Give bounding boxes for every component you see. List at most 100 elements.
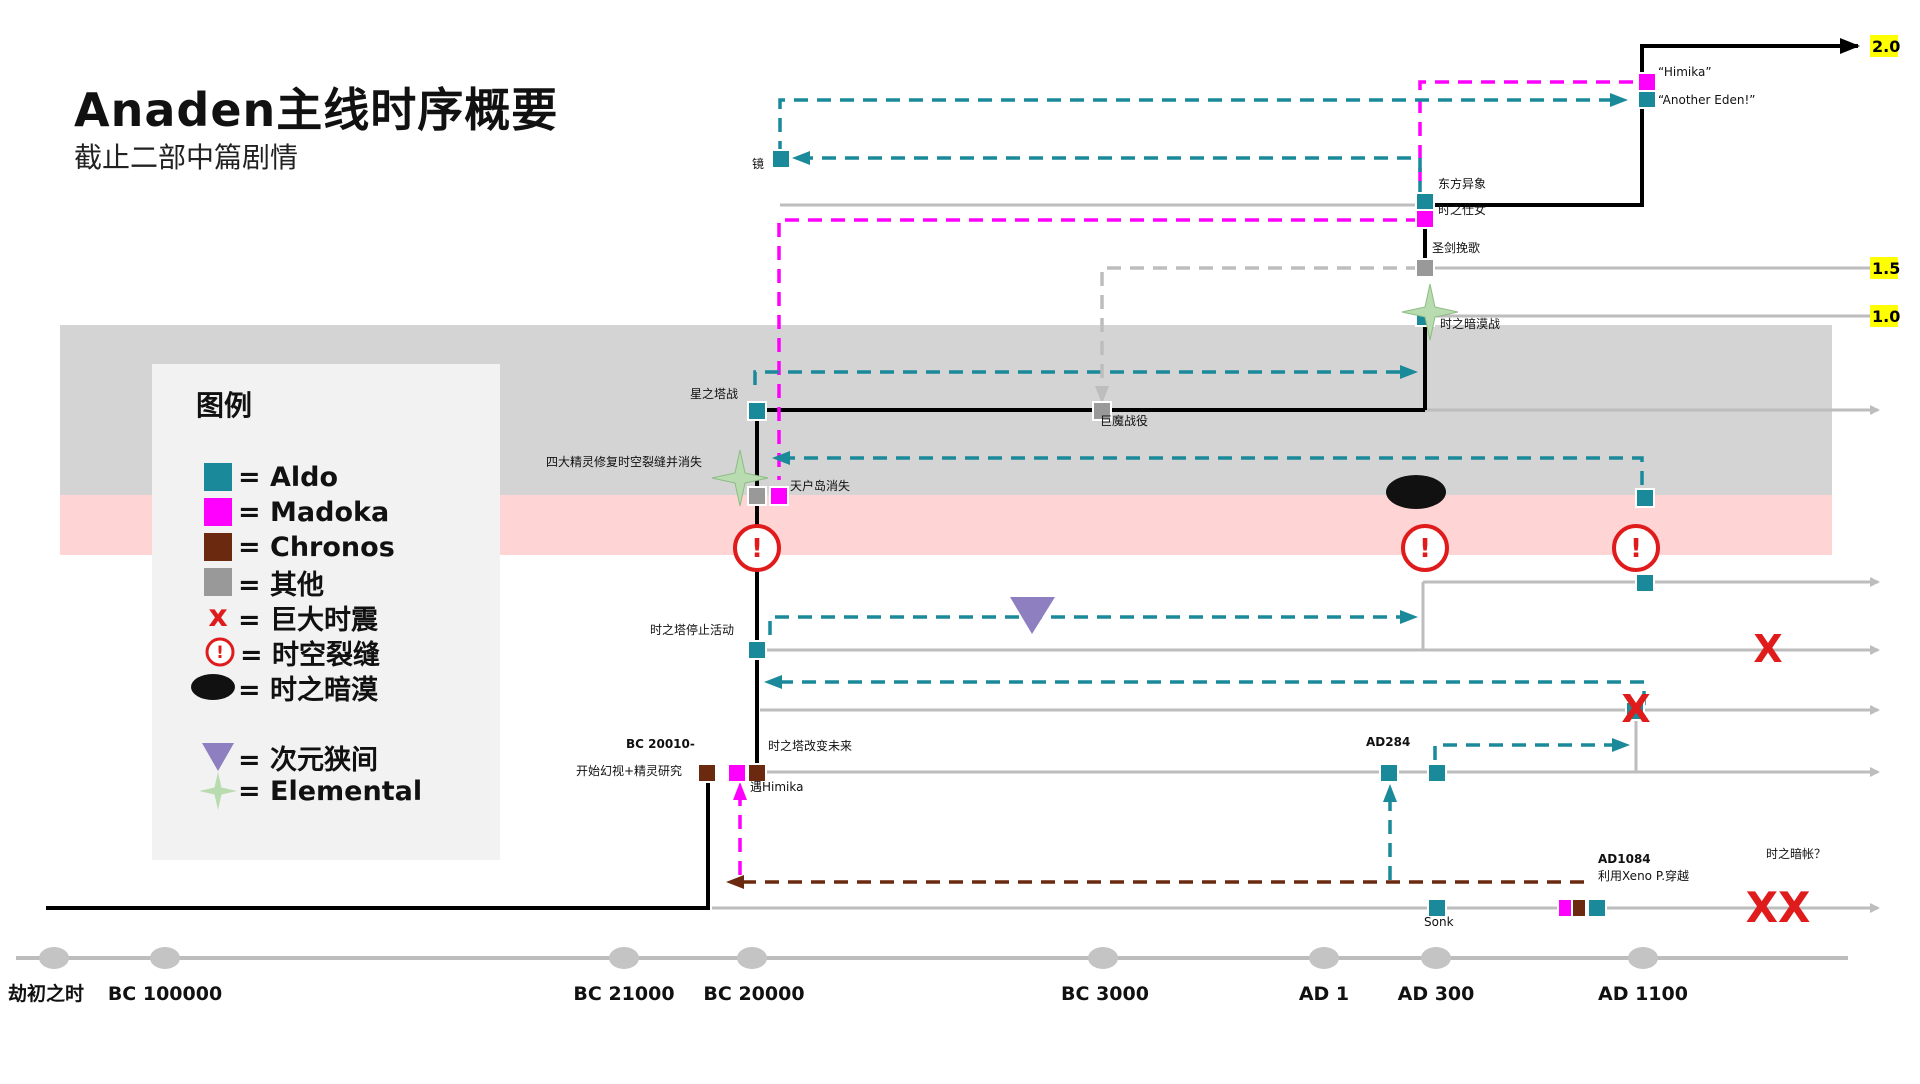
triangle-icon	[202, 743, 234, 771]
madoka-marker	[1415, 209, 1435, 229]
dark-ellipse-icon	[191, 674, 235, 700]
legend-item-madoka: = Madoka	[204, 495, 389, 529]
other-marker	[747, 486, 767, 506]
chronos-marker	[747, 763, 767, 783]
madoka-marker	[769, 486, 789, 506]
axis-label-ad300: AD 300	[1398, 983, 1475, 1005]
event-labels: “Himika” “Another Eden!” 镜 东方异象 时之仕女 圣剑挽…	[546, 65, 1826, 929]
legend-label: = Elemental	[238, 775, 423, 807]
legend-item-aldo: = Aldo	[204, 460, 338, 494]
label-mirror: 镜	[752, 156, 764, 171]
legend-label: = Aldo	[238, 461, 339, 493]
label-ad1084: AD1084	[1598, 852, 1651, 866]
label-four-spirits: 四大精灵修复时空裂缝并消失	[546, 454, 702, 469]
version-labels: 2.0 1.5 1.0	[1870, 35, 1900, 327]
version-label-2-0: 2.0	[1872, 37, 1900, 56]
rift-marker	[1612, 524, 1660, 572]
aldo-swatch	[204, 463, 232, 491]
legend-label: = 其他	[238, 569, 325, 601]
label-himika: “Himika”	[1658, 65, 1712, 79]
label-star-tower-battle: 星之塔战	[690, 387, 738, 401]
axis-label-ad1: AD 1	[1299, 983, 1349, 1005]
travel-arrows	[726, 80, 1646, 889]
axis-dots	[39, 947, 1658, 969]
label-sky-island: 天户岛消失	[790, 478, 850, 493]
aldo-marker	[1637, 89, 1657, 109]
aldo-marker	[1427, 763, 1447, 783]
madoka-marker	[1557, 898, 1573, 918]
page-subtitle: 截止二部中篇剧情	[74, 141, 299, 174]
axis-labels: 劫初之时 BC 100000 BC 21000 BC 20000 BC 3000…	[8, 982, 1688, 1005]
axis-label-ad1100: AD 1100	[1598, 983, 1688, 1005]
legend-label: = 时空裂缝	[240, 639, 381, 671]
label-sonk: Sonk	[1424, 915, 1454, 929]
label-tower-change: 时之塔改变未来	[768, 738, 852, 753]
legend-item-rift: ! = 时空裂缝	[204, 635, 381, 671]
aldo-marker	[1635, 573, 1655, 593]
chronos-marker	[1571, 898, 1587, 918]
madoka-swatch	[204, 498, 232, 526]
main-path	[46, 38, 1860, 910]
aldo-marker	[1415, 192, 1435, 212]
legend-label: = 时之暗漠	[238, 674, 379, 706]
page-title: Anaden主线时序概要	[74, 83, 559, 137]
other-marker	[1415, 258, 1435, 278]
axis-label-origin: 劫初之时	[8, 982, 84, 1005]
version-label-1-5: 1.5	[1872, 259, 1900, 278]
label-giant-demon-battle: 巨魔战役	[1100, 413, 1148, 428]
quake-x-mark: XX	[1746, 883, 1811, 932]
legend-label: = 巨大时震	[238, 604, 379, 636]
rift-marker	[733, 524, 781, 572]
legend-item-other: = 其他	[204, 565, 325, 601]
x-mark-icon: x	[208, 599, 228, 634]
star-icon	[199, 772, 237, 810]
legend-panel: 图例 = Aldo = Madoka = Chronos = 其他 x = 巨大…	[152, 364, 500, 860]
quake-x-mark: X	[1753, 627, 1782, 671]
axis-label-bc3000: BC 3000	[1061, 983, 1149, 1005]
aldo-marker	[1635, 488, 1655, 508]
aldo-marker	[1379, 763, 1399, 783]
aldo-marker	[771, 149, 791, 169]
label-meet-himika: 遇Himika	[750, 780, 803, 794]
label-east-anomaly: 东方异象	[1438, 176, 1486, 191]
dark-desert-marker	[1386, 475, 1446, 509]
label-xeno: 利用Xeno P.穿越	[1598, 868, 1689, 883]
label-tower-stop: 时之塔停止活动	[650, 622, 734, 637]
aldo-marker	[1427, 898, 1447, 918]
quake-marks: X X XX	[1621, 627, 1810, 932]
other-marker	[1092, 401, 1112, 421]
version-label-1-0: 1.0	[1872, 307, 1900, 326]
madoka-marker	[1637, 72, 1657, 92]
aldo-marker	[747, 401, 767, 421]
dimension-gap-triangle	[1010, 597, 1055, 634]
label-dark-curtain: 时之暗帐？	[1766, 846, 1826, 861]
label-time-maiden: 时之仕女	[1438, 202, 1486, 217]
label-holy-sword: 圣剑挽歌	[1432, 240, 1480, 255]
svg-text:!: !	[216, 643, 224, 663]
legend-item-chronos: = Chronos	[204, 530, 395, 564]
axis-label-bc100000: BC 100000	[108, 983, 222, 1005]
event-markers	[697, 72, 1657, 918]
legend-label: = 次元狭间	[238, 744, 379, 776]
aldo-marker	[747, 640, 767, 660]
aldo-marker	[1587, 898, 1607, 918]
gray-timelines	[712, 203, 1880, 913]
legend-item-quake: x = 巨大时震	[204, 599, 379, 636]
madoka-marker	[727, 763, 747, 783]
quake-x-mark: X	[1621, 687, 1650, 731]
legend-label: = Chronos	[238, 531, 395, 563]
label-another-eden: “Another Eden!”	[1658, 93, 1755, 107]
legend-item-dark-desert: = 时之暗漠	[191, 670, 379, 706]
aldo-marker	[1625, 701, 1645, 721]
chronos-swatch	[204, 533, 232, 561]
other-swatch	[204, 568, 232, 596]
label-ad284: AD284	[1366, 735, 1410, 749]
label-bc20010: BC 20010-	[626, 737, 695, 751]
rift-marker	[1401, 524, 1449, 572]
axis-label-bc20000: BC 20000	[703, 983, 804, 1005]
legend-item-elemental: = Elemental	[199, 772, 423, 810]
chronos-marker	[697, 763, 717, 783]
legend-item-dimension-gap: = 次元狭间	[202, 740, 379, 776]
